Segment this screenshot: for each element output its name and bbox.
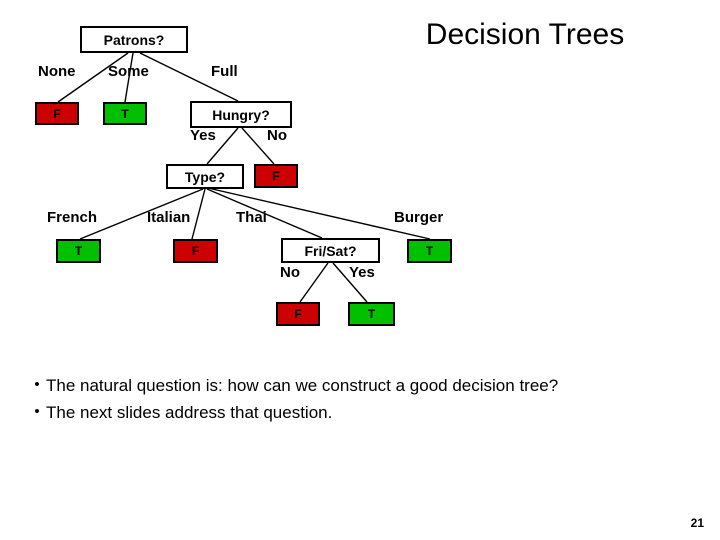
tree-edge-label: French — [47, 209, 98, 226]
tree-node-hungry: Hungry? — [190, 101, 292, 128]
bullet-text: The natural question is: how can we cons… — [46, 376, 559, 395]
tree-node-hungry_no_leaf: F — [254, 164, 298, 188]
tree-edge — [191, 188, 206, 240]
tree-node-some_leaf: T — [103, 102, 147, 125]
tree-edge — [206, 127, 239, 165]
tree-edge-label: No — [267, 127, 287, 144]
tree-edge-label: Some — [108, 63, 149, 80]
tree-edge-label: Full — [211, 63, 238, 80]
bullet-list: • The natural question is: how can we con… — [28, 374, 688, 427]
page-number: 21 — [690, 516, 704, 530]
bullet-item: • The next slides address that question. — [28, 401, 688, 426]
tree-node-frisat: Fri/Sat? — [281, 238, 380, 263]
page-title: Decision Trees — [425, 18, 625, 51]
tree-node-type: Type? — [166, 164, 244, 189]
tree-node-italian_leaf: F — [173, 239, 218, 263]
tree-edge — [206, 188, 323, 239]
tree-node-none_leaf: F — [35, 102, 79, 125]
tree-edge — [57, 52, 129, 103]
tree-edge — [332, 262, 368, 303]
tree-edge-label: Burger — [394, 209, 444, 226]
tree-node-patrons: Patrons? — [80, 26, 188, 53]
tree-edge — [79, 188, 204, 240]
tree-node-burger_leaf: T — [407, 239, 452, 263]
tree-edge-label: None — [38, 63, 76, 80]
tree-edge-lines — [57, 52, 431, 303]
tree-edge — [139, 52, 239, 102]
decision-tree-diagram: Patrons? F T Hungry? Type? F T F Fri/Sat? T F T Non… — [0, 0, 480, 350]
tree-edge-label: Italian — [147, 209, 191, 226]
tree-edge — [207, 187, 431, 240]
tree-edge — [124, 52, 134, 103]
bullet-text: The next slides address that question. — [46, 402, 333, 422]
bullet-marker-icon: • — [34, 376, 40, 393]
tree-edge — [241, 127, 275, 165]
tree-node-frisat_yes_leaf: T — [348, 302, 395, 326]
bullet-item: • The natural question is: how can we con… — [28, 374, 688, 399]
tree-edge-label: No — [280, 264, 300, 281]
tree-node-french_leaf: T — [56, 239, 101, 263]
tree-edge-label: Yes — [349, 264, 375, 281]
tree-edge — [299, 262, 329, 303]
tree-node-frisat_no_leaf: F — [276, 302, 320, 326]
tree-edge-label: Yes — [190, 127, 216, 144]
bullet-marker-icon: • — [34, 402, 40, 420]
tree-edge-label: Thai — [236, 209, 267, 226]
